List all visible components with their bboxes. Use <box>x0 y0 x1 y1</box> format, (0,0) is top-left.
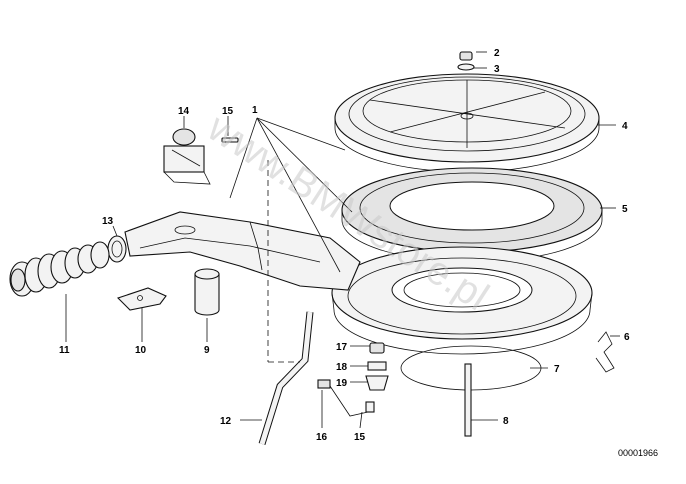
callout-11: 11 <box>59 345 70 356</box>
holder-part-19[interactable] <box>365 375 389 391</box>
leader-lines <box>65 51 620 429</box>
nut-part-2[interactable] <box>459 51 473 61</box>
washer-part-3[interactable] <box>457 63 475 71</box>
callout-7: 7 <box>554 364 560 375</box>
callout-14: 14 <box>178 106 190 117</box>
bellows-hose-part-11[interactable] <box>9 241 110 297</box>
callout-10: 10 <box>135 345 147 356</box>
callout-8: 8 <box>503 416 509 427</box>
callout-12: 12 <box>220 416 232 427</box>
diagram-id: 00001966 <box>618 448 658 458</box>
sleeve-part-9[interactable] <box>194 268 220 316</box>
callout-2: 2 <box>494 48 500 59</box>
housing-cover-part-4[interactable] <box>334 73 600 173</box>
callout-9: 9 <box>204 345 210 356</box>
hose-clamp-part-13[interactable] <box>107 235 127 263</box>
assembly-lines <box>267 160 300 363</box>
pin-part-15-top[interactable] <box>221 137 239 143</box>
hose-part-12[interactable] <box>258 311 314 446</box>
callout-13: 13 <box>102 216 114 227</box>
housing-lower-shell[interactable] <box>331 246 593 355</box>
callout-3: 3 <box>494 64 500 75</box>
callout-17: 17 <box>336 342 348 353</box>
filter-element-part-5[interactable] <box>341 167 603 263</box>
callout-19: 19 <box>336 378 348 389</box>
thermostat-part-14[interactable] <box>163 128 211 185</box>
callout-15-top: 15 <box>222 106 234 117</box>
clip-part-17[interactable] <box>369 342 385 354</box>
intake-snorkel[interactable] <box>124 211 361 291</box>
callout-labels: 1 2 3 4 5 6 7 8 9 10 11 12 13 14 15 15 1… <box>59 48 630 443</box>
callout-5: 5 <box>622 204 628 215</box>
callout-18: 18 <box>336 362 348 373</box>
sensor-part-15-bottom[interactable] <box>365 401 375 413</box>
plate-part-18[interactable] <box>367 361 387 371</box>
callout-6: 6 <box>624 332 630 343</box>
bracket-part-10[interactable] <box>116 287 167 311</box>
stud-part-8[interactable] <box>464 363 472 437</box>
spring-clip-part-6[interactable] <box>595 331 615 373</box>
callout-15-bottom: 15 <box>354 432 366 443</box>
callout-4: 4 <box>622 121 628 132</box>
callout-1: 1 <box>252 105 258 116</box>
callout-16: 16 <box>316 432 328 443</box>
